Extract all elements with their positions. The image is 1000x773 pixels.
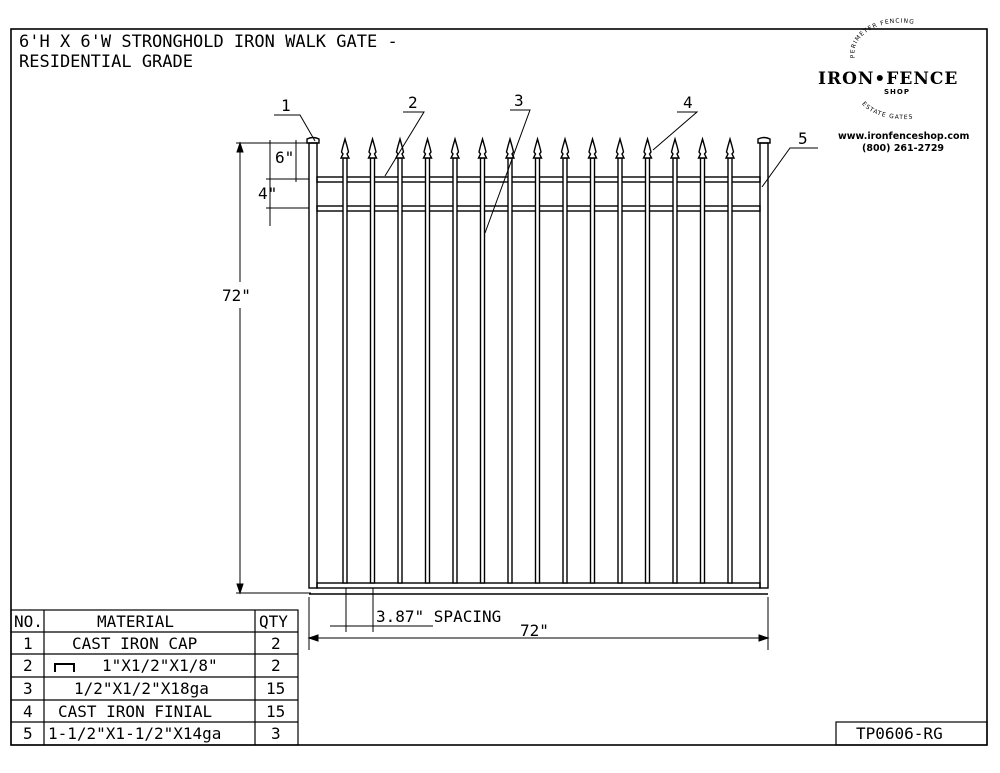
dim-overall-width: 72" [520,621,549,640]
finial [697,136,708,159]
gate-frame [306,136,771,595]
logo-top-arc-text: PERIMETER FENCING [849,18,915,59]
row-4-no: 4 [23,702,33,721]
finial [614,136,626,159]
picket [367,136,378,584]
picket [339,136,351,584]
picket [422,136,433,584]
row-2-qty: 2 [271,656,281,675]
finial [724,136,736,159]
dim-picket-spacing: 3.87" SPACING [376,607,501,626]
phone-text: (800) 261-2729 [862,143,944,154]
row-2-material: 1"X1/2"X1/8" [102,656,218,675]
callout-4: 4 [683,93,693,112]
picket [559,136,571,584]
dimension-lines [236,140,770,650]
row-1-material: CAST IRON CAP [72,634,197,653]
row-3-qty: 15 [266,679,285,698]
picket [504,136,516,584]
website-text: www.ironfenceshop.com [838,131,969,142]
dim-finial-height: 6" [275,148,294,167]
logo-shop-text: SHOP [884,88,910,96]
finial [367,136,378,159]
callout-5: 5 [798,129,808,148]
picket [697,136,708,584]
picket [642,136,653,584]
picket [449,136,461,584]
post-left [308,142,318,589]
dim-overall-height: 72" [222,286,251,305]
sheet-border [10,28,988,746]
picket [724,136,736,584]
picket [477,136,488,584]
bottom-rail [316,582,761,589]
row-2-no: 2 [23,656,33,675]
title-line-1: 6'H X 6'W STRONGHOLD IRON WALK GATE - [19,32,398,52]
cast-iron-cap-right [757,136,771,144]
row-1-no: 1 [23,634,33,653]
finial [339,136,351,159]
picket [669,136,681,584]
logo-brand-text: IRON•FENCE [818,69,958,89]
finial [422,136,433,159]
picket [587,136,598,584]
row-4-qty: 15 [266,702,285,721]
row-5-no: 5 [23,724,33,743]
finial [449,136,461,159]
finial [559,136,571,159]
company-logo: PERIMETER FENCING IRON•FENCE SHOP ESTATE… [818,18,969,154]
callout-2: 2 [408,93,418,112]
drawing-number: TP0606-RG [856,724,943,743]
finial [394,136,406,159]
row-1-qty: 2 [271,634,281,653]
materials-table [10,609,299,746]
cast-iron-cap-left [306,136,320,144]
dim-rail-gap: 4" [258,184,277,203]
finial [532,136,543,159]
callout-3: 3 [514,91,524,110]
picket [532,136,543,584]
drawing-number-box [835,721,988,746]
table-header-no: NO. [14,612,43,631]
row-3-no: 3 [23,679,33,698]
finial [477,136,488,159]
finial [504,136,516,159]
table-header-material: MATERIAL [97,612,174,631]
post-right [759,142,769,589]
table-header-qty: QTY [259,612,288,631]
row-3-material: 1/2"X1/2"X18ga [74,679,209,698]
callout-1: 1 [281,96,291,115]
row-4-material: CAST IRON FINIAL [58,702,212,721]
row-5-material: 1-1/2"X1-1/2"X14ga [48,724,221,743]
channel-icon [54,663,75,672]
row-5-qty: 3 [271,724,281,743]
finial [669,136,681,159]
title-line-2: RESIDENTIAL GRADE [19,52,193,72]
pickets-group [339,136,736,584]
finial [642,136,653,159]
finial [587,136,598,159]
picket [394,136,406,584]
picket [614,136,626,584]
callout-leaders [274,109,818,234]
logo-bottom-arc-text: ESTATE GATES [860,101,913,122]
